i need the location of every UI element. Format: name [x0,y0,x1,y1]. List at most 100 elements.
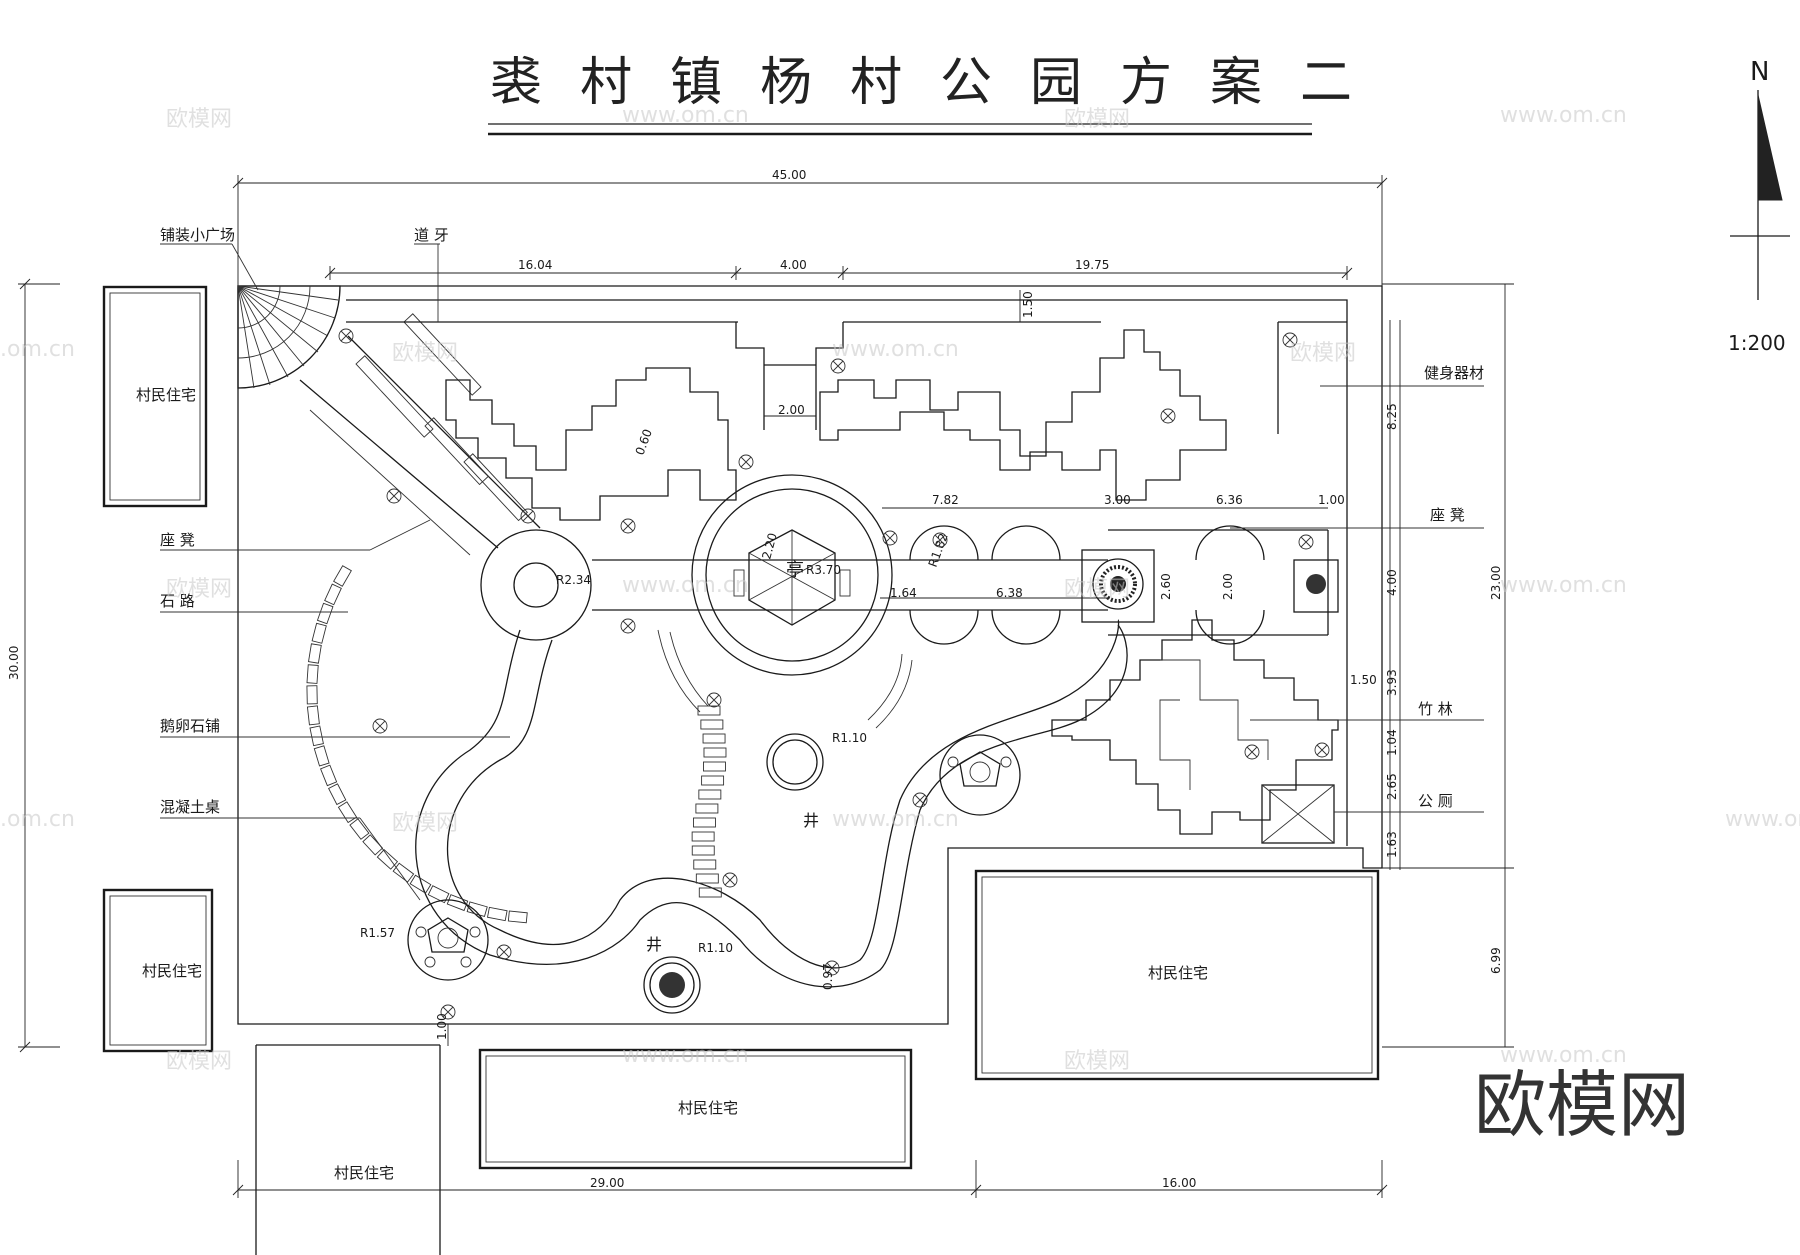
svg-text:村民住宅: 村民住宅 [678,1099,738,1117]
stepping-stone [693,859,717,870]
stone-slab [376,849,399,870]
svg-text:45.00: 45.00 [772,168,806,182]
tree-icon [912,792,928,808]
svg-text:座 凳: 座 凳 [1430,506,1465,524]
svg-text:欧模网: 欧模网 [1290,341,1356,366]
dim-inner: 7.82 3.00 6.36 1.00 1.64 6.38 2.00 1.50 … [435,290,1345,1046]
svg-text:健身器材: 健身器材 [1424,364,1484,382]
svg-text:欧模网: 欧模网 [392,341,458,366]
east-west-path [592,529,1329,636]
house-bottom: 村民住宅 [255,1044,441,1255]
stone-slab [313,745,330,767]
svg-text:2.65: 2.65 [1385,773,1399,800]
stone-slab [446,894,469,912]
stone-slab [311,622,327,644]
tree-icon [882,530,898,546]
svg-text:欧模网: 欧模网 [166,107,232,132]
stepping-stone [695,873,719,884]
house-bottom-middle: 村民住宅 [478,1048,913,1170]
svg-text:村民住宅: 村民住宅 [334,1164,394,1182]
tree-icon [372,718,388,734]
tree-icon [1244,744,1260,760]
dim-top-segments: 16.04 4.00 19.75 [324,258,1353,280]
well-2: R1.10 井 [643,935,733,1014]
svg-text:www.om.cn: www.om.cn [622,573,749,598]
stone-slab [486,906,508,922]
house-bottom-left: 村民住宅 [102,888,214,1053]
planting-bed-bamboo [1051,619,1339,835]
dim-bottom: 29.00 16.00 [232,1160,1388,1198]
tree-icon [830,358,846,374]
stone-slab [306,685,318,705]
svg-text:www.om.cn: www.om.cn [1500,1043,1627,1068]
svg-text:R1.10: R1.10 [832,731,867,745]
svg-text:6.38: 6.38 [996,586,1023,600]
brand-logo: 欧模网 [1474,1063,1690,1147]
concrete-table-2 [939,734,1021,816]
round-plaza: R2.34 [480,529,592,641]
tree-icon [738,454,754,470]
dim-overall-width: 45.00 [232,168,1388,290]
arc-bench [657,629,709,713]
stepping-stone [695,803,719,814]
svg-text:2.00: 2.00 [778,403,805,417]
svg-text:www.om.cn: www.om.cn [1500,103,1627,128]
svg-text:R1.82: R1.82 [926,531,951,569]
svg-text:村民住宅: 村民住宅 [1148,964,1208,982]
svg-text:8.25: 8.25 [1385,403,1399,430]
stone-path [306,565,528,924]
stepping-stone [700,719,724,730]
curving-path-outer [447,619,1120,969]
svg-text:井: 井 [803,811,819,830]
stone-slab [324,583,342,606]
pavilion: 亭 R3.70 2.20 [691,474,893,676]
svg-text:2.60: 2.60 [1159,573,1173,600]
svg-text:欧模网: 欧模网 [1064,1049,1130,1074]
small-fountain [1293,559,1339,613]
svg-text:23.00: 23.00 [1489,566,1503,600]
svg-text:公 厕: 公 厕 [1418,792,1453,810]
top-band [346,321,1347,434]
stone-slab [306,705,320,726]
stone-slab [409,874,432,894]
svg-text:R3.70: R3.70 [806,563,841,577]
svg-text:2.00: 2.00 [1221,573,1235,600]
svg-text:3.93: 3.93 [1385,669,1399,696]
svg-text:混凝土桌: 混凝土桌 [160,798,220,816]
svg-text:2.20: 2.20 [759,531,779,560]
stone-slab [337,801,358,824]
svg-text:4.00: 4.00 [780,258,807,272]
tree-icon [620,618,636,634]
svg-text:R2.34: R2.34 [556,573,591,587]
leader-labels-right: 健身器材 座 凳 竹 林 公 厕 [1230,364,1484,813]
toilet [1261,784,1335,844]
stone-slab [349,818,370,840]
fountain: 2.60 2.00 [1081,549,1235,623]
svg-text:欧模网: 欧模网 [166,1049,232,1074]
tree-icon [722,872,738,888]
svg-text:30.00: 30.00 [7,646,21,680]
stepping-stone [698,887,722,898]
tree-icon [440,1004,456,1020]
svg-text:R1.57: R1.57 [360,926,395,940]
watermarks: 欧模网 www.om.cn 欧模网 www.om.cn .om.cn 欧模网 w… [0,103,1800,1074]
svg-text:欧模网: 欧模网 [1064,577,1130,602]
stone-slab [333,565,352,587]
paved-plaza [237,285,341,389]
drawing-title: 裘村镇杨村公园方案二 [490,53,1390,113]
stepping-stone [691,845,715,856]
stone-slab [328,783,347,806]
tree-icon [932,532,948,548]
house-top-left: 村民住宅 [102,285,208,508]
svg-text:.om.cn: .om.cn [0,807,75,832]
diagonal-path [299,313,541,556]
scale-label: 1:200 [1728,331,1786,355]
stepping-stone [703,761,726,772]
stone-slab [309,725,324,747]
planting-bed-upper-left [445,367,737,521]
dim-right: 8.25 4.00 3.93 1.04 2.65 1.63 23.00 6.99… [1350,283,1514,1048]
svg-text:www.om.cn: www.om.cn [622,103,749,128]
svg-text:7.82: 7.82 [932,493,959,507]
svg-text:1.00: 1.00 [435,1013,449,1040]
stepping-stone [702,733,726,744]
